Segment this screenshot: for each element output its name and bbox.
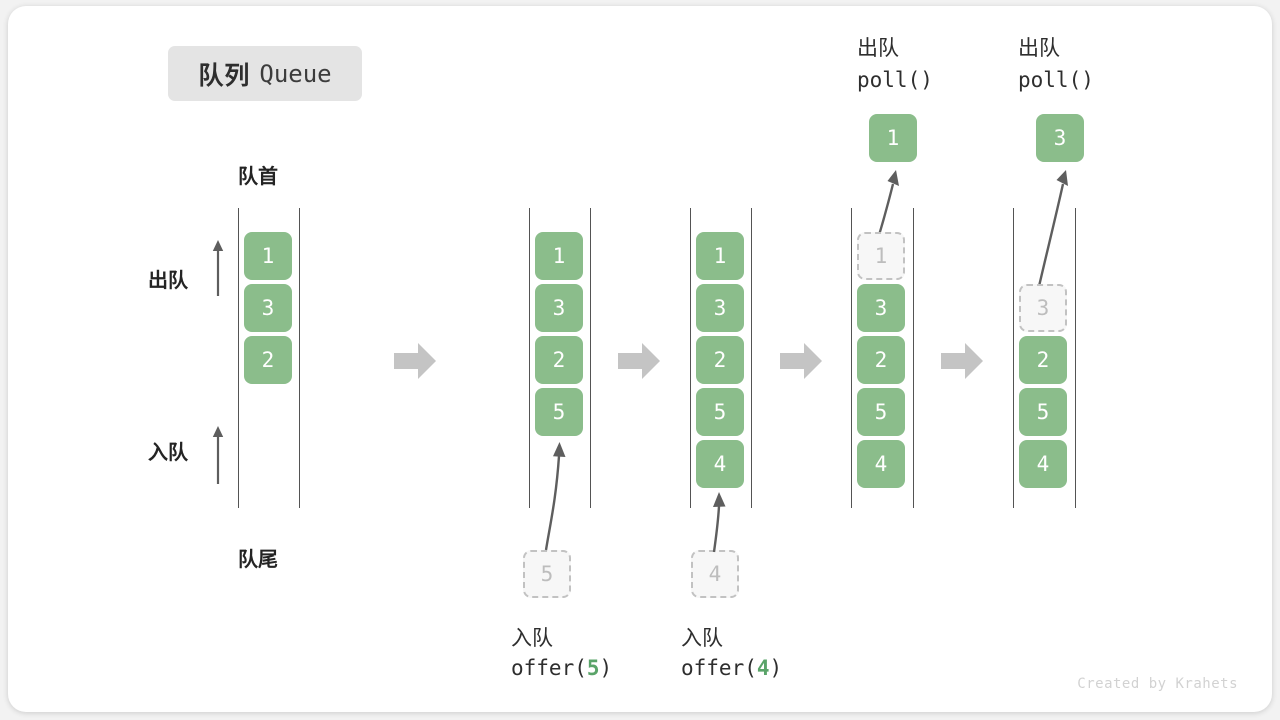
queue-rail-left-5 xyxy=(1013,208,1014,508)
code-pre: offer( xyxy=(681,656,757,680)
incoming-ghost-item: 4 xyxy=(691,550,739,598)
popped-item: 3 xyxy=(1036,114,1084,162)
queue-rail-right-5 xyxy=(1075,208,1076,508)
queue-item: 4 xyxy=(1019,440,1067,488)
header-dequeue-cn: 出队 xyxy=(857,37,899,60)
queue-item: 3 xyxy=(244,284,292,332)
queue-rail-right-2 xyxy=(590,208,591,508)
watermark-credit: Created by Krahets xyxy=(1077,676,1238,692)
queue-item: 3 xyxy=(696,284,744,332)
step-right-arrow-icon xyxy=(394,343,436,379)
popped-item: 1 xyxy=(869,114,917,162)
label-dequeue: 出队 xyxy=(148,270,188,292)
label-queue-head: 队首 xyxy=(238,166,278,188)
header-dequeue-code: poll() xyxy=(857,68,933,92)
header-dequeue-code: poll() xyxy=(1018,68,1094,92)
code-post: ) xyxy=(599,656,613,680)
queue-item: 1 xyxy=(535,232,583,280)
label-enqueue: 入队 xyxy=(148,442,188,464)
queue-rail-left-3 xyxy=(690,208,691,508)
diagram-title-pill: 队列 Queue xyxy=(168,46,362,101)
queue-item: 1 xyxy=(244,232,292,280)
queue-rail-left-4 xyxy=(851,208,852,508)
queue-item: 4 xyxy=(696,440,744,488)
queue-rail-right-3 xyxy=(751,208,752,508)
enqueue-motion-arrow-icon xyxy=(712,492,726,553)
queue-item: 3 xyxy=(535,284,583,332)
title-english: Queue xyxy=(259,59,332,88)
queue-rail-right-4 xyxy=(913,208,914,508)
label-queue-tail: 队尾 xyxy=(238,549,278,571)
incoming-ghost-item: 5 xyxy=(523,550,571,598)
step-right-arrow-icon xyxy=(941,343,983,379)
queue-item: 2 xyxy=(535,336,583,384)
dequeue-motion-arrow-icon xyxy=(1035,170,1068,296)
queue-item: 2 xyxy=(857,336,905,384)
queue-rail-left-2 xyxy=(529,208,530,508)
code-post: ) xyxy=(769,656,783,680)
queue-item: 1 xyxy=(696,232,744,280)
queue-rail-left-1 xyxy=(238,208,239,508)
step-right-arrow-icon xyxy=(618,343,660,379)
queue-item-ghost: 3 xyxy=(1019,284,1067,332)
dequeue-arrow-icon xyxy=(212,240,224,296)
queue-item: 2 xyxy=(696,336,744,384)
caption-enqueue-cn: 入队 xyxy=(681,627,723,650)
queue-rail-right-1 xyxy=(299,208,300,508)
step-right-arrow-icon xyxy=(780,343,822,379)
title-chinese: 队列 xyxy=(198,61,251,90)
caption-enqueue-cn: 入队 xyxy=(511,627,553,650)
queue-item: 4 xyxy=(857,440,905,488)
enqueue-motion-arrow-icon xyxy=(544,442,566,551)
header-dequeue-cn: 出队 xyxy=(1018,37,1060,60)
caption-enqueue-code: offer(5) xyxy=(511,656,612,680)
queue-item: 5 xyxy=(696,388,744,436)
enqueue-arrow-icon xyxy=(212,426,224,484)
queue-item: 2 xyxy=(244,336,292,384)
queue-item: 5 xyxy=(535,388,583,436)
code-arg: 5 xyxy=(586,656,600,680)
code-pre: offer( xyxy=(511,656,587,680)
code-arg: 4 xyxy=(756,656,770,680)
queue-item: 5 xyxy=(1019,388,1067,436)
caption-enqueue-code: offer(4) xyxy=(681,656,782,680)
queue-item: 3 xyxy=(857,284,905,332)
queue-item-ghost: 1 xyxy=(857,232,905,280)
queue-item: 5 xyxy=(857,388,905,436)
queue-item: 2 xyxy=(1019,336,1067,384)
